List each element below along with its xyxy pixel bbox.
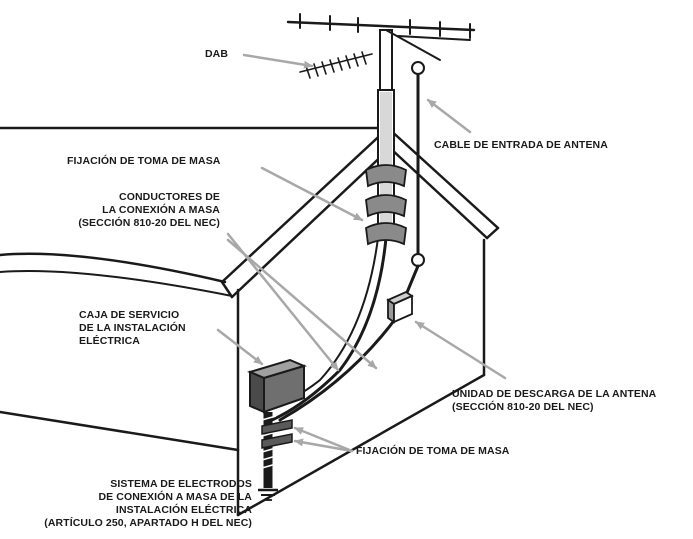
antenna-lead-in-cable [278,61,425,422]
arrow-service-box [216,328,264,366]
label-discharge-unit: UNIDAD DE DESCARGA DE LA ANTENA (SECCIÓN… [452,388,656,414]
label-ground-clamp-top: FIJACIÓN DE TOMA DE MASA [67,155,221,168]
label-conductors-line-3: (SECCIÓN 810-20 DEL NEC) [78,217,220,229]
dab-antenna [299,51,373,79]
grounding-electrode [258,412,293,501]
tv-antenna [286,13,476,61]
label-service-box: CAJA DE SERVICIO DE LA INSTALACIÓN ELÉCT… [79,309,186,348]
arrow-dab [242,53,314,69]
label-discharge-unit-line-2: (SECCIÓN 810-20 DEL NEC) [452,401,594,413]
electrical-service-box [247,358,307,414]
label-service-box-line-1: CAJA DE SERVICIO [79,309,180,321]
label-discharge-unit-line-1: UNIDAD DE DESCARGA DE LA ANTENA [452,388,657,400]
label-antenna-lead-in: CABLE DE ENTRADA DE ANTENA [434,139,608,152]
arrow-lead-in [426,98,472,134]
label-ground-clamp-bottom-text: FIJACIÓN DE TOMA DE MASA [356,445,510,457]
leader-arrows [216,53,507,453]
label-service-box-line-2: DE LA INSTALACIÓN [79,322,186,334]
arrow-ground-clamp-top [260,166,364,222]
arrow-conductors-2 [226,238,378,370]
label-electrode-line-4: (ARTÍCULO 250, APARTADO H DEL NEC) [44,517,252,529]
label-conductors-line-2: LA CONEXIÓN A MASA [102,204,220,216]
antenna-discharge-unit [386,290,414,324]
mast-ground-clamps [365,164,407,246]
label-ground-clamp-bottom: FIJACIÓN DE TOMA DE MASA [356,445,510,458]
label-dab-text: DAB [205,48,229,60]
label-conductors-line-1: CONDUCTORES DE [119,191,220,203]
label-grounding-conductors: CONDUCTORES DE LA CONEXIÓN A MASA (SECCI… [62,191,220,230]
arrow-ground-clamp-bottom-2 [293,438,354,453]
arrow-discharge-unit [414,320,507,380]
house-outline [0,126,500,517]
arrow-ground-clamp-bottom-1 [293,426,354,453]
label-service-box-line-3: ELÉCTRICA [79,335,140,347]
label-electrode-system: SISTEMA DE ELECTRODOS DE CONEXIÓN A MASA… [0,478,252,530]
label-dab: DAB [205,48,228,61]
label-ground-clamp-top-text: FIJACIÓN DE TOMA DE MASA [67,155,221,167]
label-electrode-line-2: DE CONEXIÓN A MASA DE LA [98,491,252,503]
label-electrode-line-3: INSTALACIÓN ELÉCTRICA [115,504,252,516]
label-electrode-line-1: SISTEMA DE ELECTRODOS [110,478,252,490]
label-antenna-lead-in-text: CABLE DE ENTRADA DE ANTENA [434,139,608,151]
